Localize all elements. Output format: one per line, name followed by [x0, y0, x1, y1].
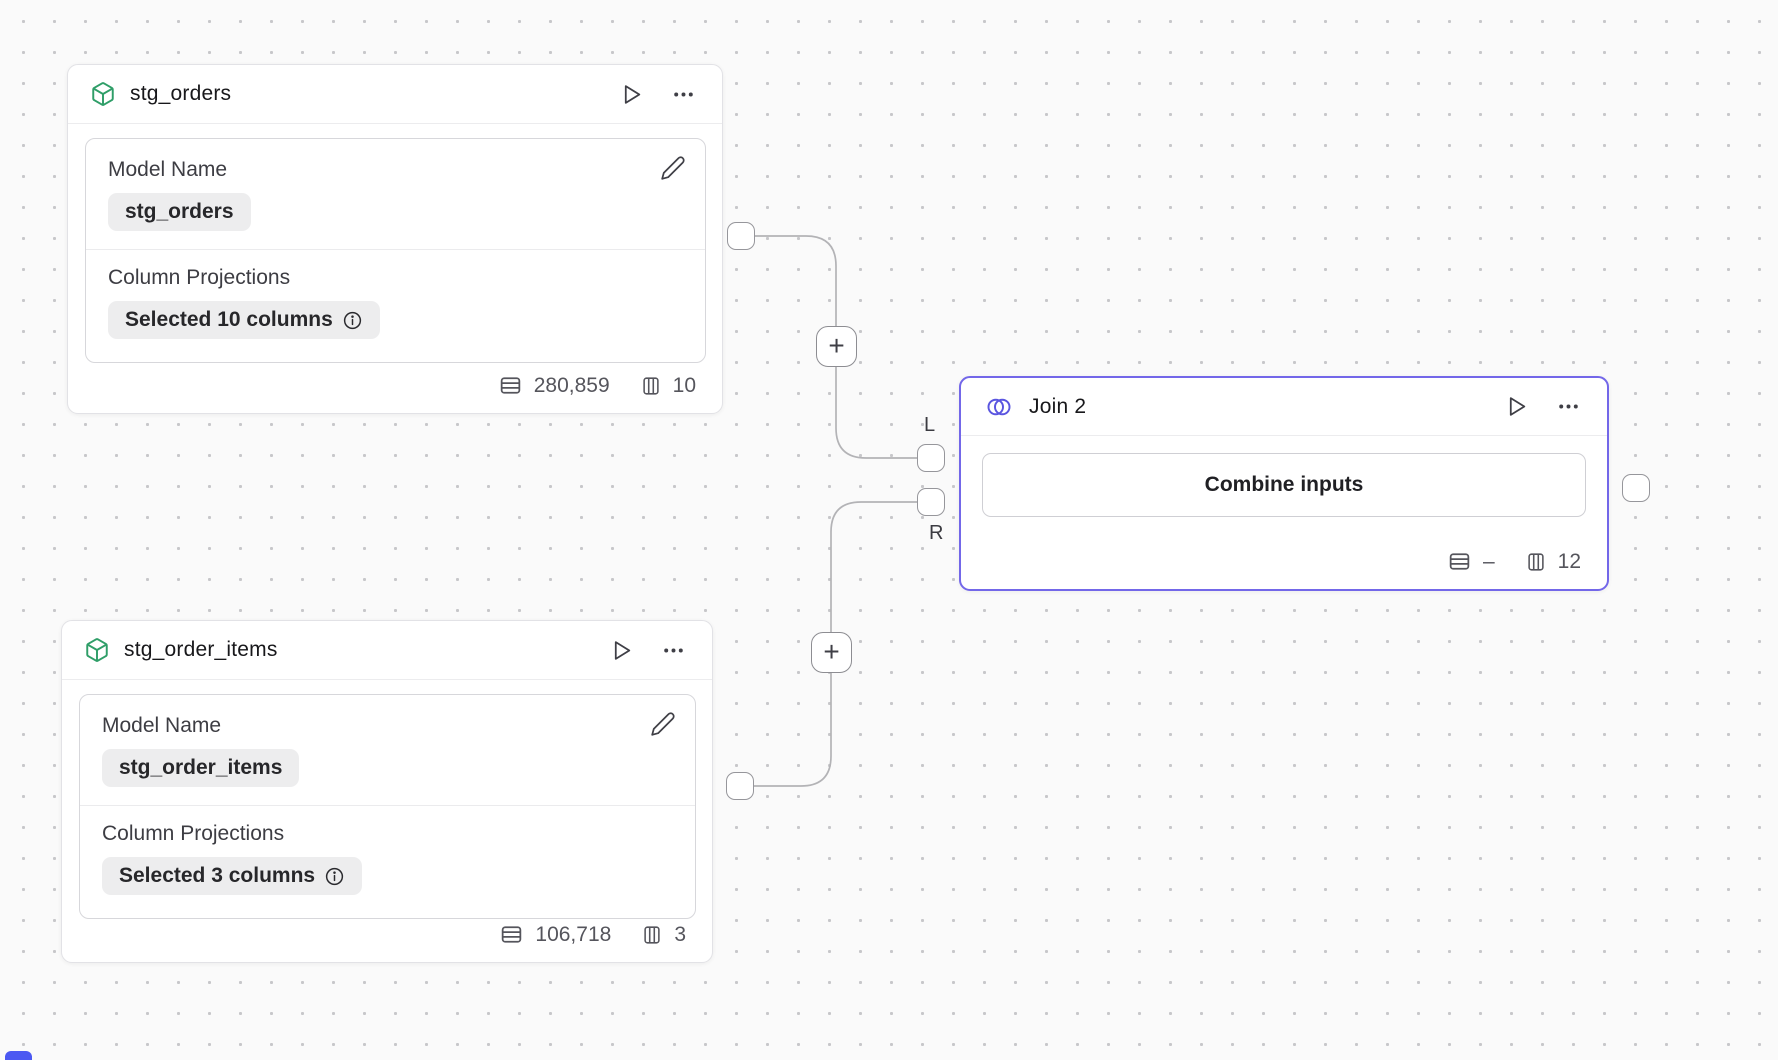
- cube-icon: [84, 637, 110, 663]
- add-step-on-wire-button[interactable]: +: [816, 326, 857, 367]
- node-header: stg_orders: [68, 65, 722, 124]
- join-output-port[interactable]: [1622, 474, 1650, 502]
- card-divider: [86, 249, 705, 250]
- edit-model-button[interactable]: [650, 711, 676, 737]
- row-count-value: –: [1482, 549, 1495, 573]
- table-columns-icon: [640, 375, 662, 397]
- column-projections-label: Column Projections: [108, 266, 291, 289]
- combine-inputs-button[interactable]: Combine inputs: [982, 453, 1586, 517]
- ellipsis-icon: [661, 638, 686, 663]
- column-count-value: 10: [672, 373, 696, 397]
- pencil-icon: [660, 155, 686, 181]
- table-rows-icon: [1447, 549, 1472, 574]
- table-columns-icon: [1525, 551, 1547, 573]
- row-count-stat: –: [1447, 549, 1495, 574]
- run-node-button[interactable]: [1504, 394, 1529, 419]
- info-icon[interactable]: [324, 866, 345, 887]
- canvas-corner-accent: [5, 1051, 32, 1060]
- node-menu-button[interactable]: [671, 82, 696, 107]
- table-rows-icon: [499, 922, 524, 947]
- output-port-stg-order-items[interactable]: [726, 772, 754, 800]
- column-count-value: 12: [1557, 549, 1581, 573]
- edit-model-button[interactable]: [660, 155, 686, 181]
- join-circles-icon: [983, 394, 1015, 420]
- cube-icon: [90, 81, 116, 107]
- play-icon: [619, 82, 644, 107]
- node-stats: 106,718 3: [499, 922, 686, 947]
- node-title: Join 2: [1029, 394, 1087, 418]
- output-port-stg-orders[interactable]: [727, 222, 755, 250]
- node-title: stg_order_items: [124, 638, 278, 661]
- join-left-port-label: L: [924, 414, 936, 436]
- ellipsis-icon: [671, 82, 696, 107]
- play-icon: [1504, 394, 1529, 419]
- node-stg-orders[interactable]: stg_orders Model Name: [67, 64, 723, 414]
- node-stats: 280,859 10: [498, 373, 696, 398]
- model-name-label: Model Name: [108, 158, 228, 181]
- model-name-value: stg_orders: [108, 193, 251, 231]
- node-join-2[interactable]: Join 2 Combine inputs: [959, 376, 1609, 591]
- node-header: Join 2: [961, 378, 1607, 436]
- table-columns-icon: [641, 924, 663, 946]
- model-name-label: Model Name: [102, 714, 222, 737]
- column-count-value: 3: [674, 922, 686, 946]
- node-stats: – 12: [1447, 549, 1581, 574]
- run-node-button[interactable]: [619, 82, 644, 107]
- play-icon: [609, 638, 634, 663]
- node-title: stg_orders: [130, 82, 232, 105]
- column-count-stat: 10: [640, 374, 696, 398]
- column-count-stat: 12: [1525, 550, 1581, 574]
- node-header: stg_order_items: [62, 621, 712, 680]
- column-projections-label: Column Projections: [102, 822, 285, 845]
- ellipsis-icon: [1556, 394, 1581, 419]
- table-rows-icon: [498, 373, 523, 398]
- node-config-card: Model Name stg_order_items Column Projec…: [79, 694, 696, 919]
- join-right-port-label: R: [929, 522, 944, 544]
- join-left-input-port[interactable]: [917, 444, 945, 472]
- add-step-on-wire-button[interactable]: +: [811, 632, 852, 673]
- info-icon[interactable]: [342, 310, 363, 331]
- column-projections-value: Selected 3 columns: [102, 857, 363, 895]
- column-projections-value: Selected 10 columns: [108, 301, 380, 339]
- node-stg-order-items[interactable]: stg_order_items Model: [61, 620, 713, 963]
- column-count-stat: 3: [641, 923, 686, 947]
- row-count-stat: 280,859: [498, 373, 610, 398]
- node-menu-button[interactable]: [661, 638, 686, 663]
- model-name-value: stg_order_items: [102, 749, 300, 787]
- card-divider: [80, 805, 695, 806]
- join-right-input-port[interactable]: [917, 488, 945, 516]
- row-count-value: 106,718: [535, 922, 612, 946]
- node-menu-button[interactable]: [1556, 394, 1581, 419]
- row-count-value: 280,859: [533, 373, 610, 397]
- run-node-button[interactable]: [609, 638, 634, 663]
- row-count-stat: 106,718: [499, 922, 611, 947]
- node-config-card: Model Name stg_orders Column Projections…: [85, 138, 706, 363]
- pencil-icon: [650, 711, 676, 737]
